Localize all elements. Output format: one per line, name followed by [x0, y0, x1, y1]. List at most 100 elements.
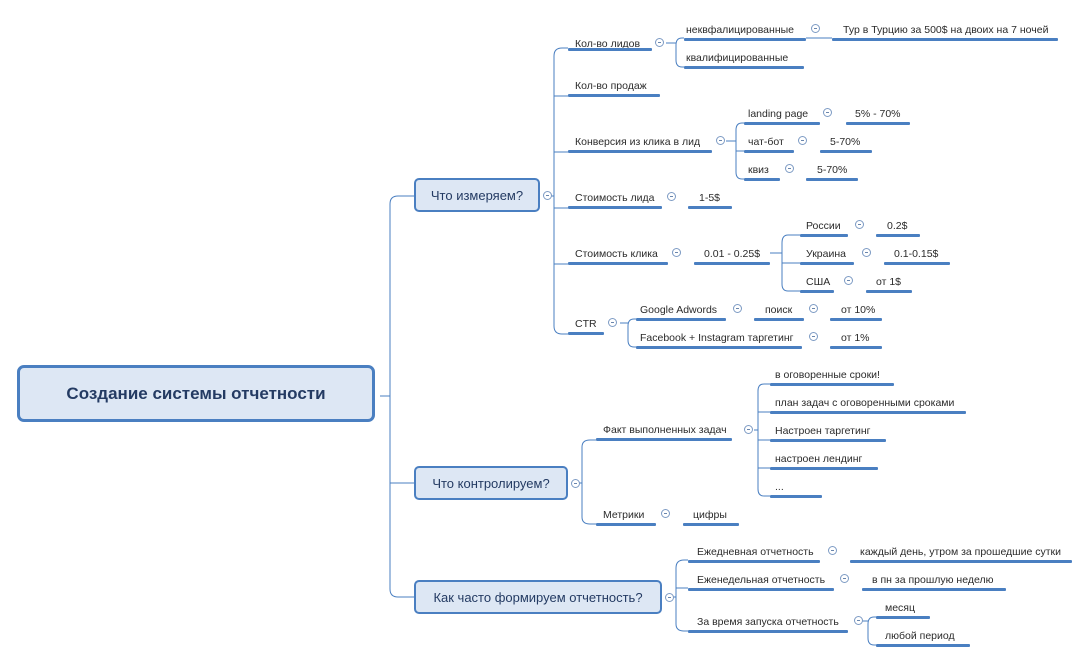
subtopic-click-cost[interactable]: Стоимость клика — [575, 248, 658, 260]
topic-underline — [754, 318, 804, 321]
subtopic-daily-report[interactable]: Ежедневная отчетность — [697, 546, 814, 558]
topic-underline — [744, 122, 820, 125]
value-lead-cost[interactable]: 1-5$ — [699, 192, 721, 204]
subtopic-chatbot[interactable]: чат-бот — [748, 136, 784, 148]
subtopic-weekly-report[interactable]: Еженедельная отчетность — [697, 574, 826, 586]
collapse-toggle-icon[interactable] — [811, 24, 820, 33]
task-item[interactable]: настроен лендинг — [775, 453, 863, 465]
subtopic-tour-example[interactable]: Тур в Турцию за 500$ на двоих на 7 ночей — [843, 24, 1049, 36]
task-item[interactable]: в оговоренные сроки! — [775, 369, 880, 381]
value-facebook[interactable]: от 1% — [841, 332, 870, 344]
topic-underline — [876, 234, 920, 237]
topic-label: Что измеряем? — [430, 187, 524, 203]
subtopic-launch-report[interactable]: За время запуска отчетность — [697, 616, 839, 628]
collapse-toggle-icon[interactable] — [854, 616, 863, 625]
value-ukraine[interactable]: 0.1-0.15$ — [894, 248, 939, 260]
subtopic-ukraine[interactable]: Украина — [806, 248, 846, 260]
value-daily[interactable]: каждый день, утром за прошедшие сутки — [860, 546, 1061, 558]
value-russia[interactable]: 0.2$ — [887, 220, 908, 232]
subtopic-metrics[interactable]: Метрики — [603, 509, 645, 521]
subtopic-russia[interactable]: России — [806, 220, 841, 232]
collapse-toggle-icon[interactable] — [672, 248, 681, 257]
collapse-toggle-icon[interactable] — [661, 509, 670, 518]
value-search[interactable]: от 10% — [841, 304, 876, 316]
topic-what-control[interactable]: Что контролируем? — [414, 466, 568, 500]
topic-underline — [568, 94, 660, 97]
value-month[interactable]: месяц — [885, 602, 916, 614]
collapse-toggle-icon[interactable] — [571, 479, 580, 488]
collapse-toggle-icon[interactable] — [840, 574, 849, 583]
value-usa[interactable]: от 1$ — [876, 276, 902, 288]
task-item[interactable]: ... — [775, 481, 784, 493]
topic-label: Что контролируем? — [432, 475, 550, 491]
topic-underline — [884, 262, 950, 265]
subtopic-landing-page[interactable]: landing page — [748, 108, 809, 120]
collapse-toggle-icon[interactable] — [733, 304, 742, 313]
topic-what-measure[interactable]: Что измеряем? — [414, 178, 540, 212]
topic-underline — [568, 332, 604, 335]
topic-underline — [568, 48, 652, 51]
task-item[interactable]: Настроен таргетинг — [775, 425, 871, 437]
value-chatbot[interactable]: 5-70% — [830, 136, 861, 148]
collapse-toggle-icon[interactable] — [798, 136, 807, 145]
topic-underline — [770, 383, 894, 386]
topic-underline — [688, 206, 732, 209]
topic-underline — [876, 644, 970, 647]
topic-underline — [830, 318, 882, 321]
value-landing[interactable]: 5% - 70% — [855, 108, 901, 120]
subtopic-search[interactable]: поиск — [765, 304, 793, 316]
topic-underline — [830, 346, 882, 349]
topic-underline — [683, 523, 739, 526]
topic-underline — [866, 290, 912, 293]
collapse-toggle-icon[interactable] — [655, 38, 664, 47]
collapse-toggle-icon[interactable] — [667, 192, 676, 201]
topic-underline — [684, 38, 806, 41]
topic-underline — [596, 438, 732, 441]
subtopic-usa[interactable]: США — [806, 276, 831, 288]
subtopic-conversion[interactable]: Конверсия из клика в лид — [575, 136, 701, 148]
collapse-toggle-icon[interactable] — [543, 191, 552, 200]
topic-underline — [684, 66, 804, 69]
subtopic-facebook-instagram[interactable]: Facebook + Instagram таргетинг — [640, 332, 794, 344]
collapse-toggle-icon[interactable] — [844, 276, 853, 285]
topic-underline — [850, 560, 1072, 563]
collapse-toggle-icon[interactable] — [785, 164, 794, 173]
subtopic-completed-tasks[interactable]: Факт выполненных задач — [603, 424, 727, 436]
subtopic-google-adwords[interactable]: Google Adwords — [640, 304, 718, 316]
topic-underline — [568, 206, 662, 209]
subtopic-sales-count[interactable]: Кол-во продаж — [575, 80, 647, 92]
topic-how-often[interactable]: Как часто формируем отчетность? — [414, 580, 662, 614]
topic-label: Как часто формируем отчетность? — [433, 589, 643, 605]
subtopic-unqualified[interactable]: неквфалицированные — [686, 24, 795, 36]
topic-underline — [596, 523, 656, 526]
topic-underline — [832, 38, 1058, 41]
subtopic-lead-cost[interactable]: Стоимость лида — [575, 192, 655, 204]
collapse-toggle-icon[interactable] — [665, 593, 674, 602]
subtopic-leads-count[interactable]: Кол-во лидов — [575, 38, 641, 50]
value-any-period[interactable]: любой период — [885, 630, 955, 642]
subtopic-quiz[interactable]: квиз — [748, 164, 769, 176]
collapse-toggle-icon[interactable] — [823, 108, 832, 117]
root-topic[interactable]: Создание системы отчетности — [17, 365, 375, 422]
value-numbers[interactable]: цифры — [693, 509, 727, 521]
subtopic-ctr[interactable]: CTR — [575, 318, 597, 330]
collapse-toggle-icon[interactable] — [716, 136, 725, 145]
collapse-toggle-icon[interactable] — [809, 332, 818, 341]
value-weekly[interactable]: в пн за прошлую неделю — [872, 574, 994, 586]
collapse-toggle-icon[interactable] — [744, 425, 753, 434]
collapse-toggle-icon[interactable] — [862, 248, 871, 257]
collapse-toggle-icon[interactable] — [828, 546, 837, 555]
collapse-toggle-icon[interactable] — [809, 304, 818, 313]
topic-underline — [744, 178, 780, 181]
subtopic-qualified[interactable]: квалифицированные — [686, 52, 789, 64]
value-quiz[interactable]: 5-70% — [817, 164, 848, 176]
topic-underline — [820, 150, 872, 153]
root-topic-label: Создание системы отчетности — [66, 383, 326, 403]
value-click-cost[interactable]: 0.01 - 0.25$ — [704, 248, 761, 260]
collapse-toggle-icon[interactable] — [608, 318, 617, 327]
task-item[interactable]: план задач с оговоренными сроками — [775, 397, 955, 409]
collapse-toggle-icon[interactable] — [855, 220, 864, 229]
topic-underline — [876, 616, 930, 619]
